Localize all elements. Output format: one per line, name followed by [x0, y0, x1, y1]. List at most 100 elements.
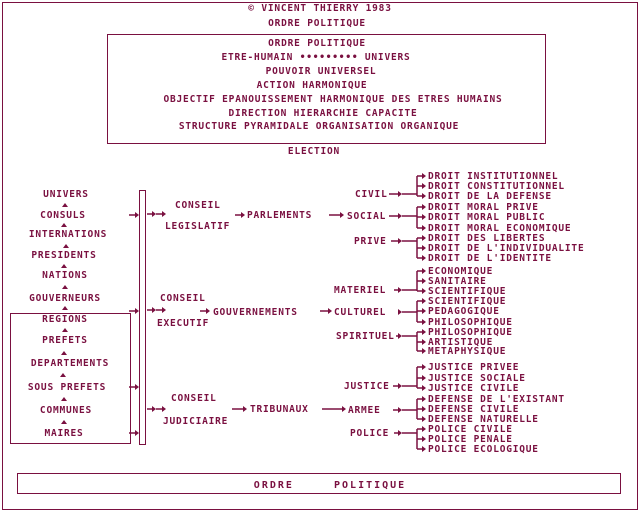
up-arrow-icon: [62, 328, 68, 332]
organ-label: PARLEMENTS: [247, 210, 313, 221]
hierarchy-item: UNIVERS: [43, 189, 89, 200]
arrowhead: [162, 307, 166, 313]
arrowhead: [422, 329, 426, 335]
up-arrow-icon: [61, 223, 67, 227]
arrowhead: [422, 416, 426, 422]
page-title: ORDRE POLITIQUE: [268, 18, 366, 29]
arrowhead: [422, 255, 426, 261]
footer-title: ORDRE POLITIQUE: [253, 480, 407, 491]
election-label: ELECTION: [287, 146, 341, 157]
arrowhead: [422, 396, 426, 402]
arrowhead: [422, 288, 426, 294]
leaf-item: DROIT DES LIBERTES: [428, 233, 546, 244]
arrowhead: [398, 238, 402, 244]
arrowhead: [422, 183, 426, 189]
leaf-item: DROIT MORAL PRIVE: [428, 202, 539, 213]
leaf-item: PHILOSOPHIQUE: [428, 327, 513, 338]
arrowhead: [398, 333, 402, 339]
arrowhead: [422, 278, 426, 284]
up-arrow-icon: [61, 397, 67, 401]
council-label: LEGISLATIF: [165, 221, 231, 232]
arrowhead: [162, 211, 166, 217]
leaf-item: DEFENSE DE L'EXISTANT: [428, 394, 565, 405]
arrowhead: [398, 287, 402, 293]
arrowhead: [135, 212, 139, 218]
arrowhead: [422, 375, 426, 381]
arrowhead: [422, 426, 426, 432]
arrowhead: [422, 235, 426, 241]
leaf-item: JUSTICE PRIVEE: [428, 362, 520, 373]
group-label: PRIVE: [354, 236, 387, 247]
organ-label: GOUVERNEMENTS: [213, 307, 298, 318]
up-arrow-icon: [63, 244, 69, 248]
up-arrow-icon: [61, 351, 67, 355]
leaf-item: DEFENSE NATURELLE: [428, 414, 539, 425]
arrowhead: [422, 339, 426, 345]
group-label: MATERIEL: [334, 285, 387, 296]
group-label: JUSTICE: [344, 381, 390, 392]
arrowhead: [398, 383, 402, 389]
hierarchy-item: INTERNATIONS: [28, 229, 108, 240]
arrowhead: [342, 406, 346, 412]
arrowhead: [422, 245, 426, 251]
hierarchy-item: CONSULS: [40, 210, 86, 221]
arrowhead: [422, 436, 426, 442]
arrowhead: [422, 298, 426, 304]
hierarchy-item: PRESIDENTS: [31, 250, 97, 261]
arrowhead: [422, 446, 426, 452]
leaf-item: JUSTICE SOCIALE: [428, 373, 526, 384]
principle-line: POUVOIR UNIVERSEL: [265, 66, 377, 77]
leaf-item: POLICE CIVILE: [428, 424, 513, 435]
leaf-item: POLICE PENALE: [428, 434, 513, 445]
principle-line: ETRE-HUMAIN ••••••••• UNIVERS: [221, 52, 411, 63]
arrowhead: [241, 212, 245, 218]
arrowhead: [152, 211, 156, 217]
arrowhead: [398, 309, 402, 315]
copyright-text: © VINCENT THIERRY 1983: [248, 3, 392, 14]
leaf-item: DROIT DE L'IDENTITE: [428, 253, 552, 264]
principle-line: ACTION HARMONIQUE: [256, 80, 368, 91]
arrowhead: [422, 348, 426, 354]
council-label: CONSEIL: [171, 393, 217, 404]
arrowhead: [328, 308, 332, 314]
vertical-bar: [139, 190, 146, 445]
hierarchy-item: COMMUNES: [39, 405, 93, 416]
leaf-item: DEFENSE CIVILE: [428, 404, 520, 415]
hierarchy-item: SOUS PREFETS: [27, 382, 107, 393]
arrowhead: [422, 204, 426, 210]
hierarchy-item: NATIONS: [42, 270, 88, 281]
leaf-item: JUSTICE CIVILE: [428, 383, 520, 394]
arrowhead: [243, 406, 247, 412]
arrowhead: [152, 307, 156, 313]
hierarchy-item: PREFETS: [42, 335, 88, 346]
council-label: EXECUTIF: [157, 318, 210, 329]
leaf-item: PHILOSOPHIQUE: [428, 317, 513, 328]
leaf-item: DROIT MORAL PUBLIC: [428, 212, 546, 223]
hierarchy-item: DEPARTEMENTS: [30, 358, 110, 369]
principle-line: OBJECTIF EPANOUISSEMENT HARMONIQUE DES E…: [163, 94, 503, 105]
arrowhead: [398, 213, 402, 219]
arrowhead: [422, 268, 426, 274]
leaf-item: ECONOMIQUE: [428, 266, 494, 277]
hierarchy-item: MAIRES: [44, 428, 84, 439]
arrowhead: [422, 364, 426, 370]
organ-label: TRIBUNAUX: [250, 404, 309, 415]
principles-box: [107, 34, 546, 144]
arrowhead: [398, 430, 402, 436]
up-arrow-icon: [60, 373, 66, 377]
arrowhead: [422, 385, 426, 391]
up-arrow-icon: [61, 420, 67, 424]
up-arrow-icon: [62, 285, 68, 289]
up-arrow-icon: [61, 264, 67, 268]
principle-line: ORDRE POLITIQUE: [268, 38, 366, 49]
leaf-item: DROIT INSTITUTIONNEL: [428, 171, 559, 182]
footer-box: [17, 473, 621, 494]
arrowhead: [422, 308, 426, 314]
arrowhead: [135, 384, 139, 390]
principle-line: STRUCTURE PYRAMIDALE ORGANISATION ORGANI…: [178, 121, 460, 132]
arrowhead: [422, 214, 426, 220]
arrowhead: [422, 225, 426, 231]
